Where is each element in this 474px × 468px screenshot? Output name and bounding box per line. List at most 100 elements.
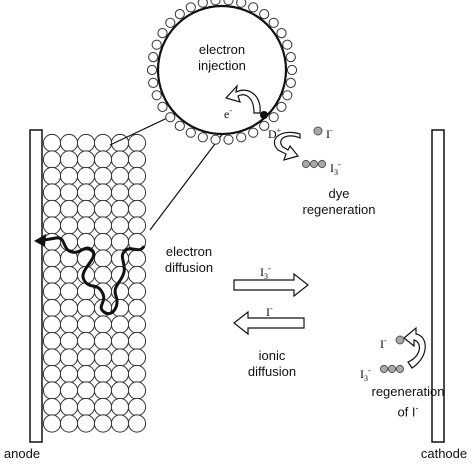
dye-cation-symbol: D+ (268, 126, 282, 141)
nanoparticle (110, 216, 130, 235)
electron-injection-arrow (224, 84, 261, 114)
iodide-ion (313, 126, 323, 136)
nanoparticle (42, 315, 62, 334)
nanoparticle (127, 166, 147, 186)
iodide-cathode-symbol: I- (380, 336, 387, 351)
dye-molecule-excited (260, 111, 268, 119)
nanoparticle (93, 364, 113, 384)
nanoparticle (59, 150, 79, 169)
nanoparticle (59, 381, 79, 400)
nanoparticle (127, 414, 147, 433)
nanoparticle (59, 199, 79, 219)
nanoparticle (59, 397, 79, 417)
regeneration-label: regeneration of I- (371, 384, 445, 420)
nanoparticle (59, 414, 79, 433)
nanoparticle (110, 166, 130, 186)
nanoparticle (59, 216, 79, 235)
dye-molecule (236, 0, 247, 8)
ionic-diffusion-label: ionic diffusion (247, 348, 297, 379)
nanoparticle (42, 282, 62, 301)
dye-molecule (276, 27, 287, 39)
dye-molecule (174, 120, 185, 132)
nanoparticle (42, 216, 62, 235)
nanoparticle (59, 166, 79, 186)
dye-molecule (157, 27, 168, 39)
nanoparticle (93, 381, 113, 400)
nanoparticle (110, 397, 130, 417)
electron-symbol: e- (224, 106, 232, 121)
dye-molecule (151, 90, 162, 101)
nanoparticle (76, 183, 96, 202)
nanoparticle (93, 166, 113, 186)
nanoparticle (110, 331, 130, 351)
nanoparticle (59, 265, 79, 285)
nanoparticle (76, 414, 96, 433)
nanoparticle (127, 298, 147, 318)
nanoparticle (127, 331, 147, 351)
dye-molecule (174, 9, 185, 20)
nanoparticle (127, 183, 147, 202)
dye-molecule (268, 112, 279, 123)
nanoparticle (42, 199, 62, 219)
nanoparticle (76, 331, 96, 351)
dye-molecule (286, 64, 298, 76)
dye-molecule (248, 2, 259, 13)
nanoparticle (76, 397, 96, 417)
cathode-label: cathode (420, 446, 468, 461)
dye-regeneration-label: dye regeneration (302, 186, 376, 217)
nanoparticle (127, 315, 147, 334)
dye-molecule (185, 2, 196, 13)
anode-electrode (29, 129, 43, 443)
nanoparticle (93, 249, 113, 268)
nanoparticle (42, 414, 62, 433)
nanoparticle (127, 216, 147, 235)
nanoparticle (110, 414, 130, 433)
triiodide-cathode-symbol: I3- (360, 366, 371, 383)
nanoparticle (76, 364, 96, 384)
nanoparticle (59, 183, 79, 202)
nanoparticle (42, 331, 62, 351)
nanoparticle (93, 414, 113, 433)
dye-molecule-ring (146, 0, 298, 145)
nanoparticle (59, 364, 79, 384)
dye-molecule (165, 112, 176, 123)
nanoparticle (76, 133, 96, 153)
nanoparticle (42, 265, 62, 285)
iodide-transport-arrow (233, 310, 305, 336)
nanoparticle (127, 282, 147, 301)
nanoparticle (93, 216, 113, 235)
dye-molecule (197, 0, 208, 8)
nanoparticle (42, 133, 62, 153)
nanoparticle (127, 265, 147, 285)
nanoparticle (42, 397, 62, 417)
dye-molecule (223, 134, 234, 145)
nanoparticle (110, 199, 130, 219)
nanoparticle (127, 381, 147, 400)
nanoparticle (127, 133, 147, 153)
nanoparticle (59, 331, 79, 351)
nanoparticle (110, 315, 130, 334)
nanoparticle (42, 381, 62, 400)
nanoparticle (59, 298, 79, 318)
nanoparticle (42, 150, 62, 169)
nanoparticle (127, 364, 147, 384)
dye-molecule (285, 52, 296, 63)
iodide-ion-cathode (395, 335, 405, 345)
dye-regeneration-arrow (273, 131, 301, 161)
electron-diffusion-path (43, 236, 146, 315)
nanoparticle (76, 150, 96, 169)
electron-diffusion-label: electron diffusion (164, 244, 214, 275)
cathode-regeneration-arrow (403, 326, 426, 369)
nanoparticle (93, 232, 113, 252)
nanoparticle (93, 183, 113, 202)
nanoparticle (59, 133, 79, 153)
nanoparticle (127, 348, 147, 367)
dye-molecule (259, 9, 270, 20)
nanoparticle (42, 232, 62, 252)
dye-molecule (185, 127, 196, 138)
iodide-arrow-symbol: I- (266, 304, 273, 319)
nanoparticle (59, 282, 79, 301)
nanoparticle (76, 381, 96, 400)
nanoparticle (93, 348, 113, 367)
